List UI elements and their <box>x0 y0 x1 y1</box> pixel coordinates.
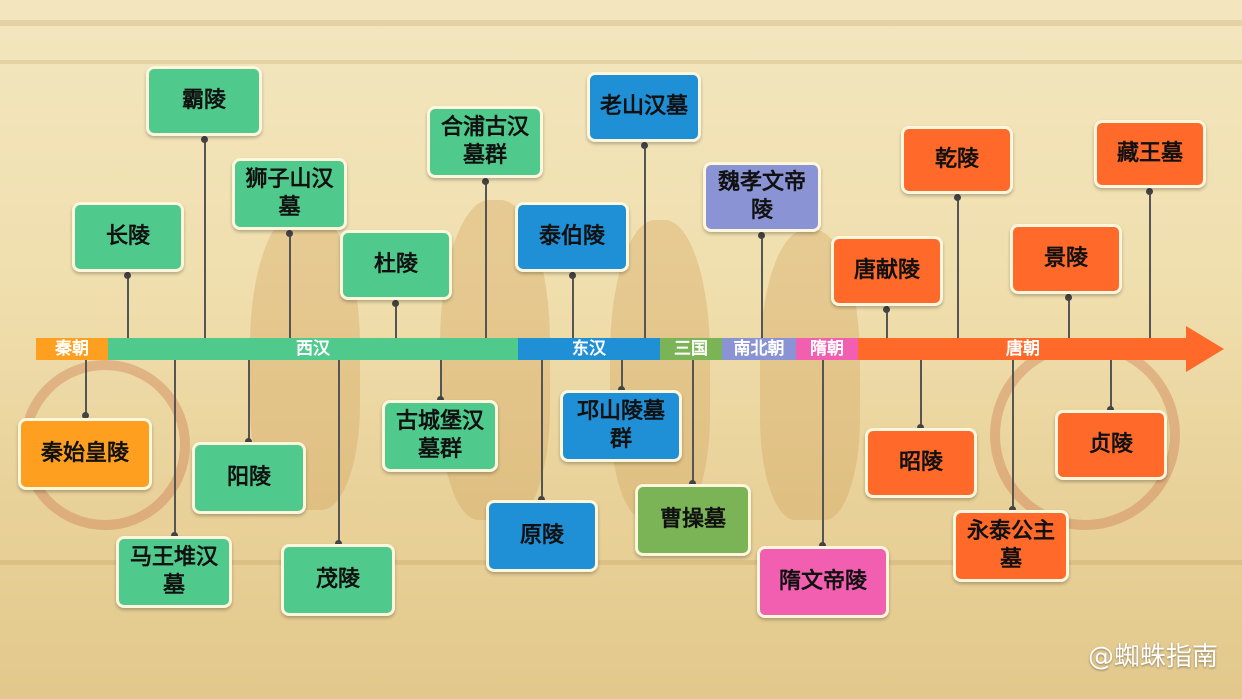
connector-dot <box>335 540 342 547</box>
connector <box>957 196 959 338</box>
tomb-changling: 长陵 <box>72 202 184 272</box>
tomb-tang-xianling: 唐献陵 <box>831 236 943 306</box>
connector <box>822 360 824 546</box>
connector-dot <box>286 230 293 237</box>
connector-dot <box>201 136 208 143</box>
ceiling-beam <box>0 60 1242 64</box>
connector-dot <box>917 424 924 431</box>
connector <box>644 144 646 338</box>
connector <box>485 180 487 338</box>
connector <box>541 360 543 500</box>
tomb-caocao: 曹操墓 <box>635 484 751 556</box>
tomb-yangling: 阳陵 <box>192 442 306 514</box>
tomb-baling: 霸陵 <box>146 66 262 136</box>
connector-dot <box>1107 406 1114 413</box>
tomb-taibo: 泰伯陵 <box>515 202 629 272</box>
watermark: @蜘蛛指南 <box>1087 642 1218 672</box>
connector-dot <box>641 142 648 149</box>
tomb-mawangdui: 马王堆汉墓 <box>116 536 232 608</box>
connector-dot <box>538 496 545 503</box>
segment-eastern-han: 东汉 <box>518 338 660 360</box>
connector-dot <box>82 412 89 419</box>
connector-dot <box>437 396 444 403</box>
connector <box>395 300 397 338</box>
tomb-qianling: 乾陵 <box>901 126 1013 194</box>
tomb-maoling: 茂陵 <box>281 544 395 616</box>
tomb-hepu: 合浦古汉墓群 <box>427 106 543 178</box>
connector-dot <box>482 178 489 185</box>
connector <box>1068 294 1070 338</box>
tomb-qiongshan: 邛山陵墓群 <box>560 390 682 462</box>
connector <box>761 234 763 338</box>
connector-dot <box>954 194 961 201</box>
connector <box>1012 360 1014 510</box>
connector <box>1110 360 1112 410</box>
connector-dot <box>1146 188 1153 195</box>
connector-dot <box>171 532 178 539</box>
tomb-gucheng: 古城堡汉墓群 <box>382 400 498 472</box>
connector <box>85 360 87 416</box>
connector-dot <box>124 272 131 279</box>
connector <box>204 138 206 338</box>
tomb-zhaoling: 昭陵 <box>865 428 977 498</box>
tomb-laoshan: 老山汉墓 <box>587 72 701 142</box>
segment-western-han: 西汉 <box>108 338 518 360</box>
connector-dot <box>245 438 252 445</box>
connector <box>920 360 922 428</box>
connector-dot <box>392 300 399 307</box>
segment-qin: 秦朝 <box>36 338 108 360</box>
connector-dot <box>1065 294 1072 301</box>
tomb-yongtai: 永泰公主墓 <box>953 510 1069 582</box>
connector <box>127 272 129 338</box>
connector-dot <box>758 232 765 239</box>
connector <box>338 360 340 544</box>
connector-dot <box>618 386 625 393</box>
segment-southern-northern: 南北朝 <box>722 338 796 360</box>
connector-dot <box>883 306 890 313</box>
tomb-shizishan: 狮子山汉墓 <box>232 158 347 230</box>
connector-dot <box>689 480 696 487</box>
arrow-head-icon <box>1186 326 1224 372</box>
segment-tang: 唐朝 <box>858 338 1188 360</box>
tomb-wei-xiaowen: 魏孝文帝陵 <box>703 162 821 232</box>
tomb-sui-wendi: 隋文帝陵 <box>757 546 889 618</box>
connector <box>692 360 694 484</box>
tomb-zhenling: 贞陵 <box>1055 410 1167 480</box>
segment-sui: 隋朝 <box>796 338 858 360</box>
ceiling-beam <box>0 20 1242 26</box>
tomb-yuanling: 原陵 <box>486 500 598 572</box>
tomb-duling: 杜陵 <box>340 230 452 300</box>
connector-dot <box>819 542 826 549</box>
tomb-qin-shihuang: 秦始皇陵 <box>18 418 152 490</box>
connector <box>886 306 888 338</box>
tomb-zangwang: 藏王墓 <box>1094 120 1206 188</box>
platform-edge <box>0 560 1242 565</box>
connector-dot <box>1009 506 1016 513</box>
connector <box>1149 190 1151 338</box>
connector <box>440 360 442 400</box>
tomb-jingling: 景陵 <box>1010 224 1122 294</box>
segment-three-kingdoms: 三国 <box>660 338 722 360</box>
connector <box>289 232 291 338</box>
connector <box>621 360 623 390</box>
connector <box>572 272 574 338</box>
connector <box>174 360 176 536</box>
connector <box>248 360 250 442</box>
connector-dot <box>569 272 576 279</box>
